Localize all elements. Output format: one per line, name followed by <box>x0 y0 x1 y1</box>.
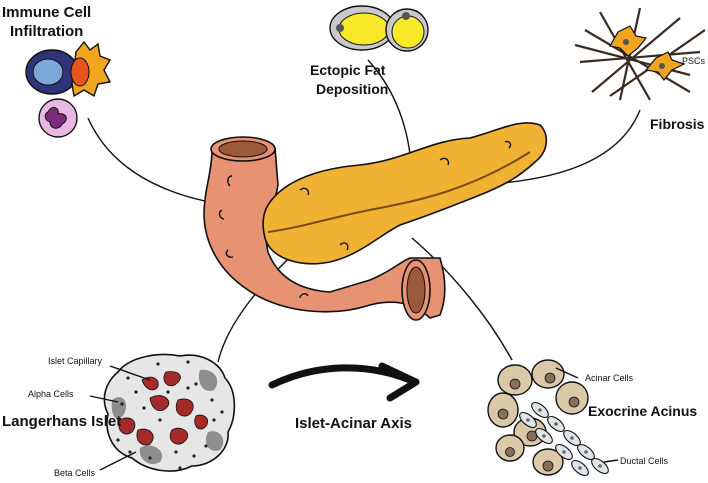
duodenum-lumen-top <box>218 140 268 158</box>
fat-cell-right-nucleus <box>402 12 410 20</box>
pscs-label: PSCs <box>682 56 706 66</box>
langerhans-islet-label: Langerhans Islet <box>2 413 121 430</box>
islet-capillaries <box>118 371 209 446</box>
fat-label-line2: Deposition <box>316 81 388 97</box>
pancreatic-duct <box>267 151 531 233</box>
labels: Immune Cell Infiltration Ectopic Fat Dep… <box>2 4 706 478</box>
islet-acinar-axis-label: Islet-Acinar Axis <box>295 415 412 432</box>
acinar-nuclei <box>497 372 580 472</box>
fat-cells <box>329 5 429 52</box>
fat-cell-left-nucleus <box>336 24 344 32</box>
exocrine-acinus-label: Exocrine Acinus <box>588 403 697 419</box>
pancreas-body <box>262 122 548 265</box>
ductal-cells-pointer <box>603 459 619 463</box>
duodenum-lumen-end <box>406 266 426 314</box>
macrophage-nucleus <box>70 57 90 87</box>
islet-acinar-arrow <box>268 362 420 402</box>
islet-alpha-region-2 <box>198 369 218 391</box>
alpha-cells-label: Alpha Cells <box>28 389 74 399</box>
fibrosis-fibers <box>574 7 706 101</box>
ductal-cells-label: Ductal Cells <box>620 456 669 466</box>
fat-cell-right-droplet <box>391 15 425 49</box>
immune-label-line1: Immune Cell <box>2 4 91 21</box>
exocrine-acinus <box>487 359 619 477</box>
fat-cell-left-droplet <box>338 12 390 46</box>
beta-cells-label: Beta Cells <box>54 468 96 478</box>
lymphocyte-nucleus <box>32 58 64 86</box>
langerhans-islet <box>89 353 236 472</box>
immune-cells <box>25 40 112 138</box>
islet-alpha-region-3 <box>139 445 163 465</box>
pancreas <box>262 122 548 265</box>
fibrosis-label: Fibrosis <box>650 116 705 132</box>
psc-cells <box>609 25 686 81</box>
immune-label-line2: Infiltration <box>10 23 83 40</box>
islet-capillary-label: Islet Capillary <box>48 356 103 366</box>
acinar-cells-label: Acinar Cells <box>585 373 634 383</box>
fat-label-line1: Ectopic Fat <box>310 62 386 78</box>
acinus-connector <box>411 237 513 361</box>
beta-cells-pointer <box>99 451 137 471</box>
acinar-cells-pointer <box>555 367 579 379</box>
islet-capillary-pointer <box>109 365 151 381</box>
duodenum <box>203 136 446 321</box>
islet-alpha-region-4 <box>205 431 224 451</box>
neutrophil-nucleus <box>44 107 67 129</box>
alpha-cells-pointer <box>89 395 119 403</box>
islet-nuclei <box>116 360 224 470</box>
ductal-nuclei <box>526 408 602 470</box>
